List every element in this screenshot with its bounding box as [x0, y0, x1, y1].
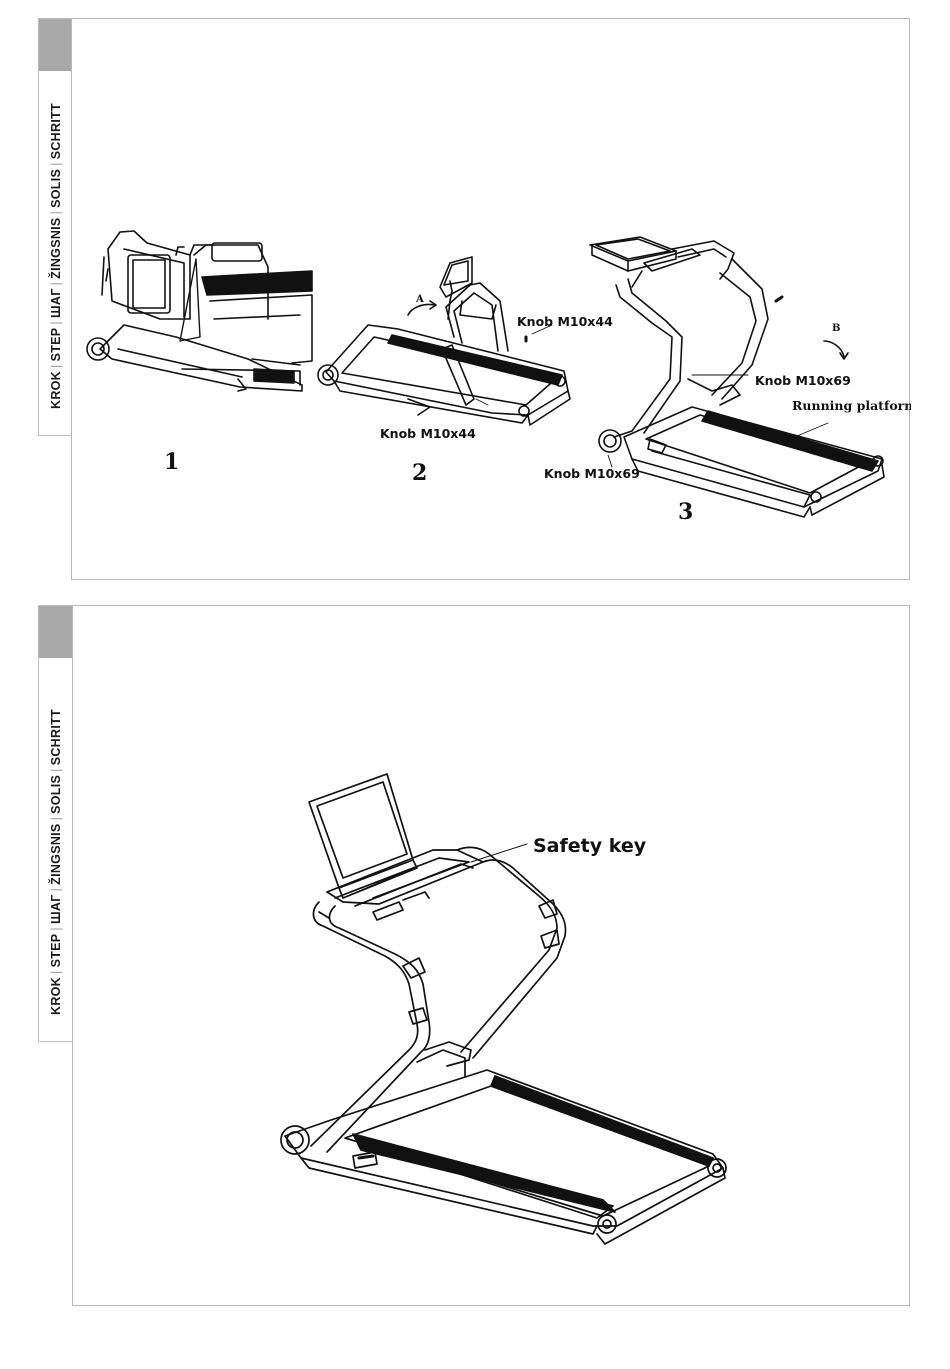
label-knob-m10x44-bottom: Knob M10x44: [380, 426, 476, 441]
assembly-panel-folding: Knob M10x44 Knob M10x44 Knob M10x69 Knob…: [71, 18, 910, 580]
treadmill-unfolding-drawing: [318, 257, 570, 425]
side-tab-gray-block: [39, 19, 72, 71]
side-tab-word: SCHRITT: [49, 709, 63, 765]
label-knob-m10x44-top: Knob M10x44: [517, 314, 613, 329]
side-tab-word: STEP: [49, 934, 63, 968]
label-safety-key: Safety key: [533, 835, 647, 857]
treadmill-folded-drawing: [87, 231, 312, 391]
assembly-panel-safety-key: Safety key: [72, 605, 910, 1306]
label-knob-m10x69-upper: Knob M10x69: [755, 373, 851, 388]
side-tab-top: KROK|STEP|ШАГ|ŽINGSNIS|SOLIS|SCHRITT: [38, 18, 72, 436]
side-tab-word: ШАГ: [49, 894, 63, 924]
label-knob-m10x69-lower: Knob M10x69: [544, 466, 640, 481]
safety-key-illustration: Safety key: [73, 606, 911, 1307]
step-number-1: 1: [164, 449, 179, 475]
side-tab-word: SOLIS: [49, 775, 63, 814]
side-tab-text: KROK|STEP|ШАГ|ŽINGSNIS|SOLIS|SCHRITT: [49, 709, 63, 1015]
side-tab-word: SCHRITT: [49, 103, 63, 159]
side-tab-word: STEP: [49, 328, 63, 362]
side-tab-word: KROK: [49, 977, 63, 1015]
label-arrow-a: A: [415, 294, 424, 305]
side-tab-gray-block: [39, 606, 72, 658]
side-tab-text: KROK|STEP|ШАГ|ŽINGSNIS|SOLIS|SCHRITT: [49, 103, 63, 409]
step-number-3: 3: [678, 499, 693, 525]
label-arrow-b: B: [832, 323, 840, 334]
folding-illustration: Knob M10x44 Knob M10x44 Knob M10x69 Knob…: [72, 19, 911, 581]
step-number-2: 2: [412, 460, 427, 486]
side-tab-word: SOLIS: [49, 169, 63, 208]
side-tab-word: ŽINGSNIS: [49, 823, 63, 884]
label-running-platform: Running platform: [792, 398, 911, 413]
side-tab-word: KROK: [49, 371, 63, 409]
side-tab-bottom: KROK|STEP|ШАГ|ŽINGSNIS|SOLIS|SCHRITT: [38, 605, 72, 1042]
side-tab-word: ŽINGSNIS: [49, 217, 63, 278]
side-tab-word: ШАГ: [49, 288, 63, 318]
safety-key-leader-line: [471, 844, 527, 862]
